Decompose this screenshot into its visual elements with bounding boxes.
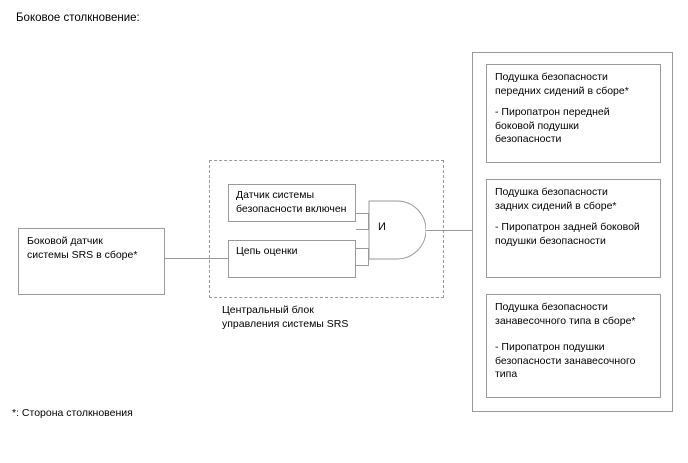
wire-gate-input-bottom	[356, 248, 369, 249]
output-title: Подушка безопасности передних сидений в …	[495, 71, 629, 97]
output-detail: - Пиропатрон подушки безопасности занаве…	[495, 341, 636, 380]
safing-sensor-on-label: Датчик системы безопасности включен	[236, 189, 347, 215]
output-box-front-seat-airbag: Подушка безопасности передних сидений в …	[486, 64, 661, 163]
wire-sensor-to-evaluation	[165, 258, 228, 259]
output-detail: - Пиропатрон задней боковой подушки безо…	[495, 221, 640, 247]
safing-sensor-on-box: Датчик системы безопасности включен	[228, 184, 356, 222]
page-title: Боковое столкновение:	[16, 12, 140, 24]
srs-control-unit-caption: Центральный блок управления системы SRS	[222, 304, 349, 330]
output-title: Подушка безопасности занавесочного типа …	[495, 301, 636, 327]
and-gate: И	[368, 200, 426, 260]
srs-control-unit-boundary	[209, 160, 444, 298]
wire-gate-output	[426, 230, 472, 231]
outputs-container: Подушка безопасности передних сидений в …	[472, 52, 673, 412]
output-box-rear-seat-airbag: Подушка безопасности задних сидений в сб…	[486, 179, 661, 278]
output-title: Подушка безопасности задних сидений в сб…	[495, 186, 617, 212]
side-sensor-assembly-box: Боковой датчик системы SRS в сборе*	[18, 228, 165, 295]
and-gate-label: И	[378, 221, 386, 233]
evaluation-circuit-box: Цепь оценки	[228, 240, 356, 278]
wire-gate-input-top	[356, 229, 369, 230]
evaluation-circuit-label: Цепь оценки	[236, 245, 298, 257]
footnote: *: Сторона столкновения	[12, 407, 133, 419]
wire-evaluation-out	[356, 265, 369, 266]
output-box-curtain-airbag: Подушка безопасности занавесочного типа …	[486, 294, 661, 398]
output-detail: - Пиропатрон передней боковой подушки бе…	[495, 106, 610, 145]
wire-safing-sensor-out	[356, 213, 369, 214]
side-sensor-assembly-label: Боковой датчик системы SRS в сборе*	[27, 235, 138, 261]
